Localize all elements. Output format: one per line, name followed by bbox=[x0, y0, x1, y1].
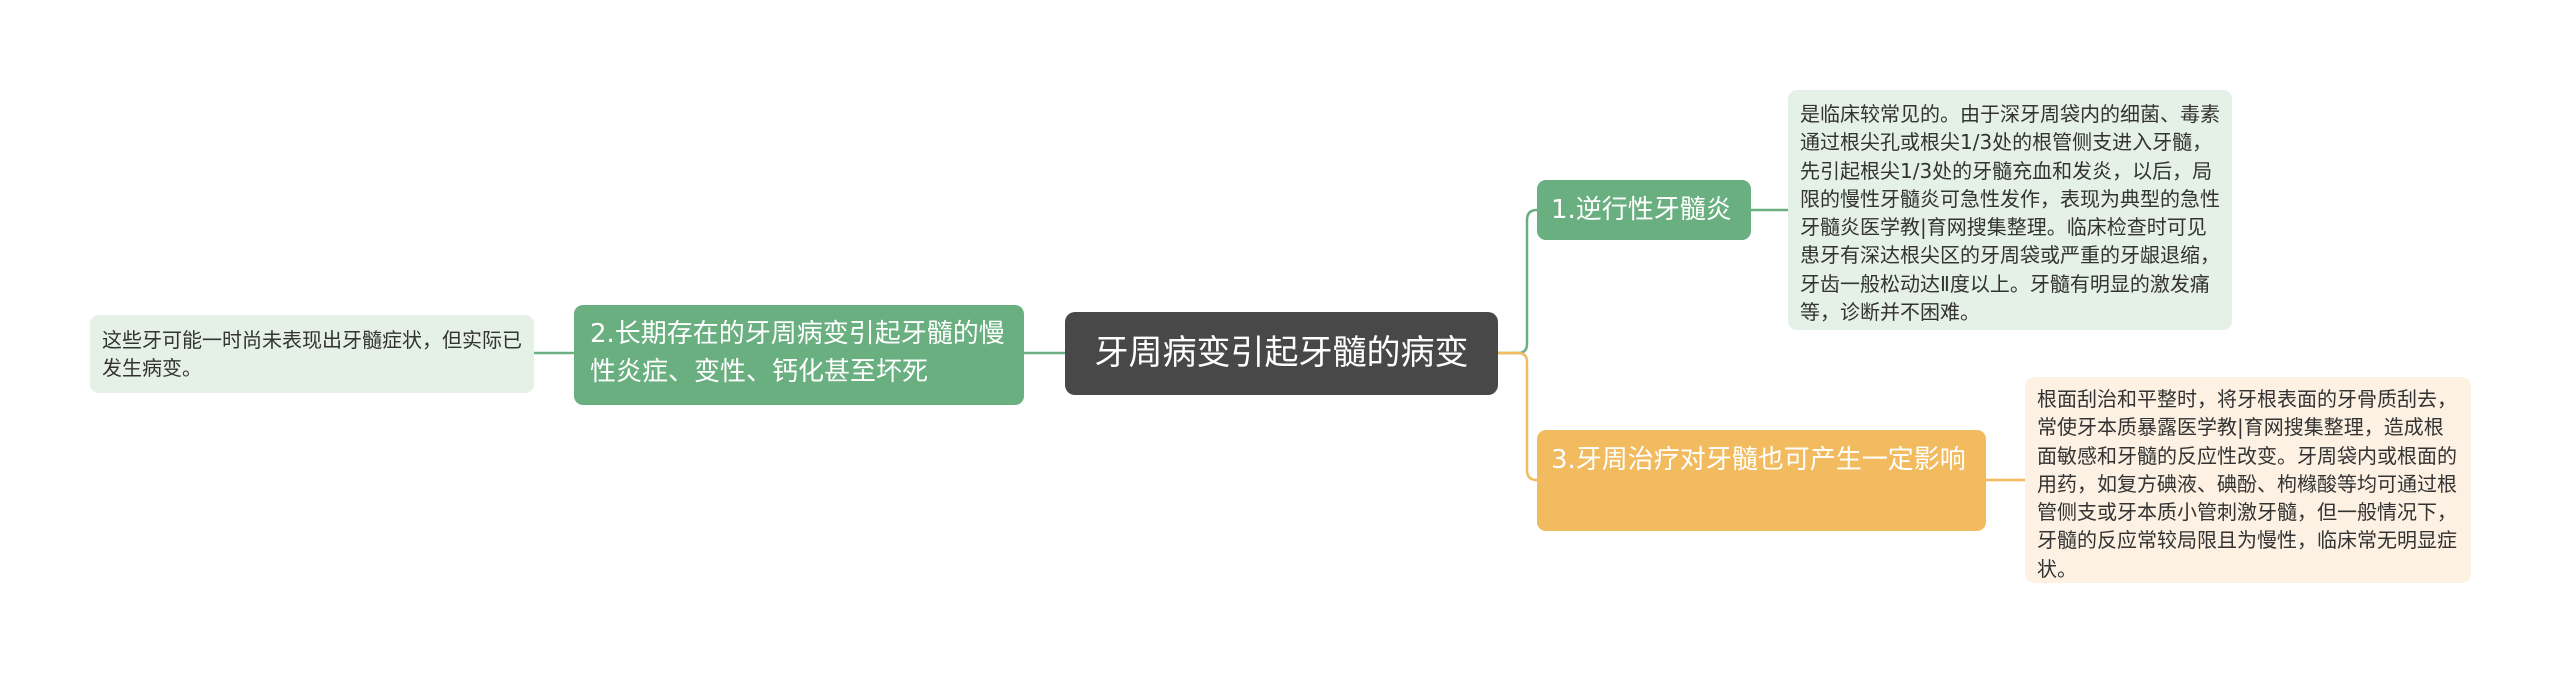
branch-topic-3[interactable]: 3.牙周治疗对牙髓也可产生一定影响 bbox=[1537, 430, 1986, 531]
leaf-topic-2-detail[interactable]: 这些牙可能一时尚未表现出牙髓症状，但实际已发生病变。 bbox=[90, 315, 534, 393]
branch-topic-2[interactable]: 2.长期存在的牙周病变引起牙髓的慢性炎症、变性、钙化甚至坏死 bbox=[574, 305, 1024, 405]
branch-topic-1[interactable]: 1.逆行性牙髓炎 bbox=[1537, 180, 1751, 240]
leaf-topic-3-detail[interactable]: 根面刮治和平整时，将牙根表面的牙骨质刮去，常使牙本质暴露医学教|育网搜集整理，造… bbox=[2025, 377, 2471, 583]
connector-root-r1 bbox=[1498, 208, 1538, 355]
leaf-topic-1-detail[interactable]: 是临床较常见的。由于深牙周袋内的细菌、毒素通过根尖孔或根尖1/3处的根管侧支进入… bbox=[1788, 90, 2232, 330]
root-topic[interactable]: 牙周病变引起牙髓的病变 bbox=[1065, 312, 1498, 395]
connector-root-r2 bbox=[1498, 351, 1538, 482]
